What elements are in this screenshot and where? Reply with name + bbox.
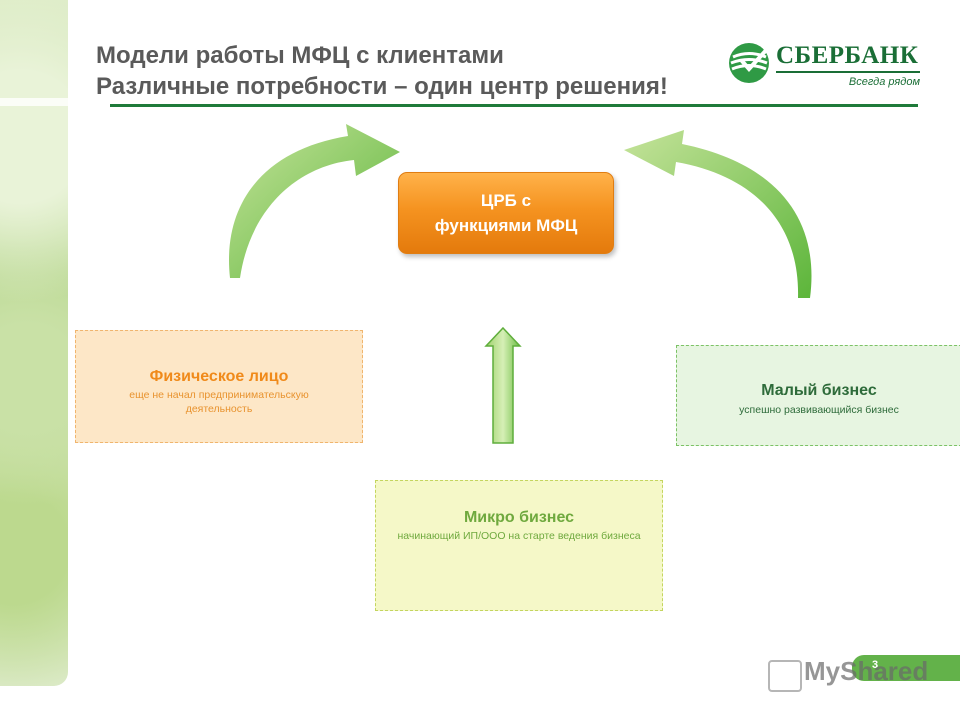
right-curved-arrow-icon xyxy=(624,130,812,298)
small-business-title: Малый бизнес xyxy=(761,382,877,399)
up-arrow-icon xyxy=(484,326,522,444)
small-business-box: Малый бизнес успешно развивающийся бизне… xyxy=(676,345,960,446)
logo-name: СБЕРБАНК xyxy=(776,42,919,69)
left-curved-arrow-icon xyxy=(228,124,400,278)
title-underline xyxy=(110,104,918,107)
title-line-1: Модели работы МФЦ с клиентами xyxy=(96,42,504,69)
logo-tagline: Всегда рядом xyxy=(848,76,920,88)
decorative-leaf-strip xyxy=(0,0,68,686)
slide-title: Модели работы МФЦ с клиентами Различные … xyxy=(96,40,668,102)
page-number: 3 xyxy=(872,659,879,671)
individual-title: Физическое лицо xyxy=(149,368,289,385)
center-mfc-block: ЦРБ с функциями МФЦ xyxy=(398,172,614,254)
sberbank-emblem-icon xyxy=(729,43,771,83)
sberbank-logo: СБЕРБАНК Всегда рядом xyxy=(726,38,922,94)
watermark-icon xyxy=(768,660,802,692)
center-line-2: функциями МФЦ xyxy=(434,216,578,235)
micro-business-title: Микро бизнес xyxy=(463,509,575,526)
individual-client-box: Физическое лицо еще не начал предпринима… xyxy=(75,330,363,443)
watermark: MyShared xyxy=(804,656,929,686)
individual-subtitle: еще не начал предпринимательскую деятель… xyxy=(129,389,309,415)
page-number-tab xyxy=(852,655,960,681)
title-line-2: Различные потребности – один центр решен… xyxy=(96,73,668,100)
center-line-1: ЦРБ с xyxy=(480,191,532,210)
small-business-subtitle: успешно развивающийся бизнес xyxy=(739,404,899,416)
micro-business-box: Микро бизнес начинающий ИП/ООО на старте… xyxy=(375,480,663,611)
micro-business-subtitle: начинающий ИП/ООО на старте ведения бизн… xyxy=(397,530,641,542)
